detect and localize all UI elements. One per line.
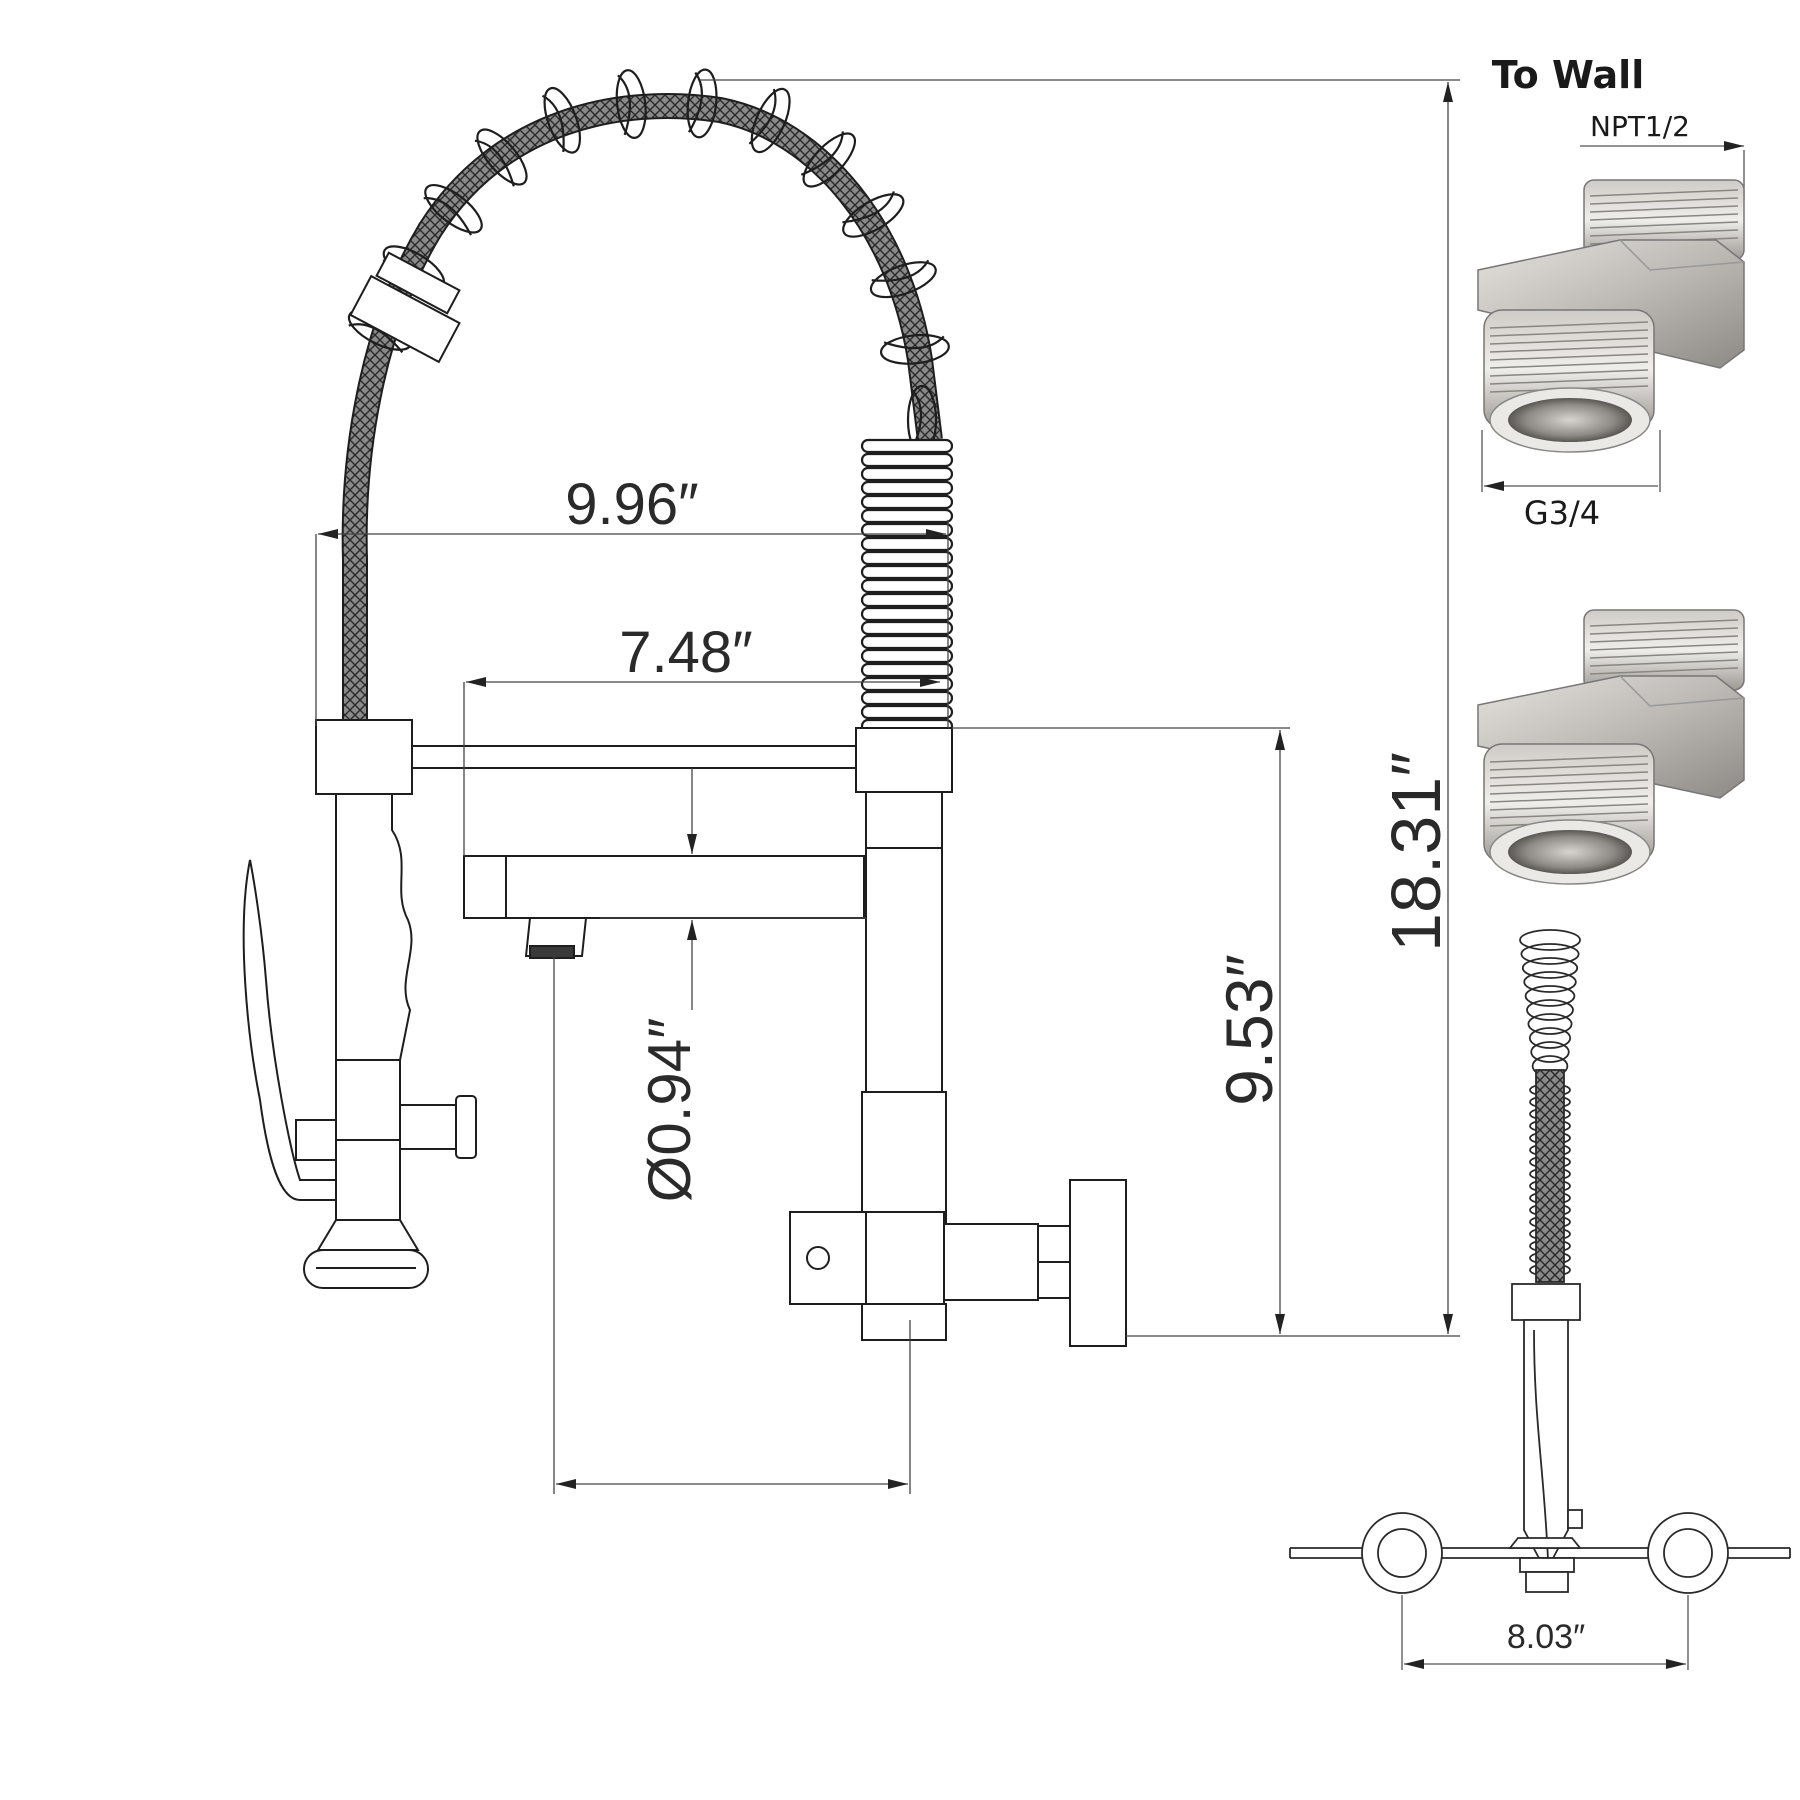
spring-loop [424,184,483,234]
spring-loop [879,333,950,365]
spring-loop [615,69,647,139]
spring-ring [860,648,954,664]
spring-ring [860,550,954,566]
dim-center-spacing: 8.03″ [1507,1618,1585,1656]
spring-ring [860,634,954,650]
adapter-top: To Wall NPT1/2 G3/4 [1477,53,1745,532]
spring-ring [860,452,954,468]
spring-ring [860,508,954,524]
spring-ring [860,480,954,496]
dim-outlet-diameter: Ø0.94″ [636,1018,703,1203]
spring-loop [476,128,528,186]
adapter-title: To Wall [1492,53,1644,97]
spring-coil [347,68,950,456]
dimension-lines [315,79,1460,1494]
spring-loop [543,86,582,154]
sprayer-head [242,719,477,1289]
spring-loop [686,68,718,139]
spring-loop [750,87,791,154]
thread-top-label: NPT1/2 [1590,110,1690,143]
faucet-main-view [242,68,1127,1347]
vertical-spring [860,438,954,734]
spring-ring [860,494,954,510]
spring-ring [860,466,954,482]
spring-ring [860,564,954,580]
spring-loop [842,193,905,238]
hose-clip [349,251,461,364]
spring-ring [860,676,954,692]
dim-spout-height: 9.53″ [1212,954,1286,1106]
dim-total-height: 18.31″ [1377,752,1455,952]
spring-ring [860,620,954,636]
spring-ring [860,662,954,678]
spring-loop [869,261,937,299]
dim-spout-reach: 9.96″ [565,472,698,537]
spring-ring [860,578,954,594]
dim-pot-filler-reach: 7.48″ [619,620,752,685]
spring-ring [860,690,954,706]
faucet-front-view [1289,929,1791,1594]
spring-ring [860,438,954,454]
spring-ring [860,704,954,720]
spring-loop [802,132,856,188]
spring-ring [860,592,954,608]
adapter-bottom [1477,609,1745,885]
spring-ring [860,536,954,552]
spring-ring [860,606,954,622]
thread-bottom-label: G3/4 [1524,494,1600,532]
